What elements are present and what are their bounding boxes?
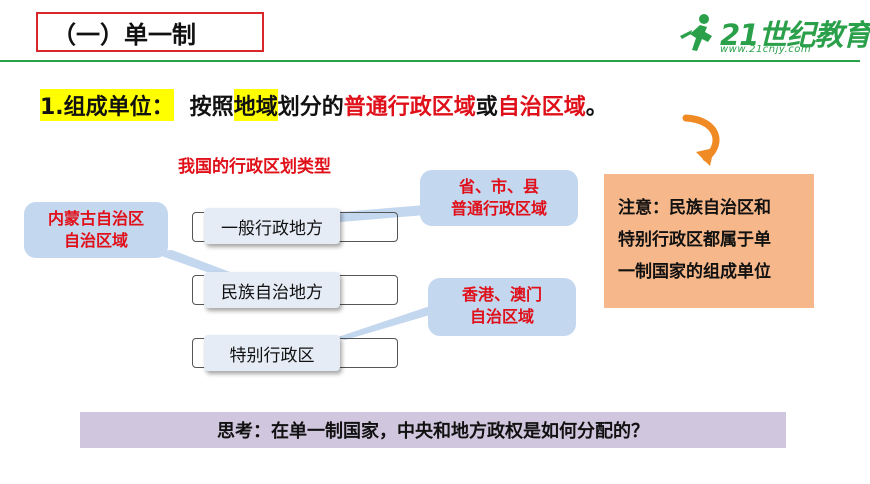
callout-line: 香港、澳门 xyxy=(461,285,542,304)
line1-general-region: 普通行政区域 xyxy=(343,95,476,120)
division-types-heading: 我国的行政区划类型 xyxy=(178,157,331,177)
callout-line: 自治区域 xyxy=(63,231,128,250)
think-question: 思考：在单一制国家，中央和地方政权是如何分配的？ xyxy=(80,412,786,448)
composition-line: 1.组成单位： 按照 地域 划分的 普通行政区域 或 自治区域 。 xyxy=(40,86,608,124)
note-line: 特别行政区都属于单 xyxy=(618,230,771,250)
logo-text: 21世纪教育 xyxy=(720,18,870,52)
logo-url: www.21cnjy.com xyxy=(720,44,812,55)
line1-text-1: 按照 xyxy=(189,95,234,120)
callout-line: 内蒙古自治区 xyxy=(47,209,144,228)
runner-icon xyxy=(680,14,712,51)
brand-logo: 21世纪教育 www.21cnjy.com xyxy=(676,12,870,58)
header-rule xyxy=(0,60,860,62)
note-line: 一制国家的组成单位 xyxy=(618,262,771,282)
node-special-administrative: 特别行政区 xyxy=(204,335,340,371)
line1-text-3: 或 xyxy=(475,95,498,120)
composition-label: 1.组成单位： xyxy=(40,89,174,121)
callout-line: 自治区域 xyxy=(469,307,534,326)
node-ethnic-autonomous: 民族自治地方 xyxy=(204,272,340,308)
section-title: （一）单一制 xyxy=(36,12,264,52)
callout-inner-mongolia: 内蒙古自治区 自治区域 xyxy=(24,202,168,258)
node-general-administrative: 一般行政地方 xyxy=(204,208,340,244)
line1-text-4: 。 xyxy=(585,95,608,120)
curved-arrow-icon xyxy=(682,114,720,166)
callout-hk-macau: 香港、澳门 自治区域 xyxy=(428,278,576,336)
line1-highlight-region: 地域 xyxy=(233,89,278,121)
callout-line: 普通行政区域 xyxy=(450,199,547,218)
callout-provinces: 省、市、县 普通行政区域 xyxy=(420,170,578,226)
line1-autonomous-region: 自治区域 xyxy=(497,95,586,120)
line1-text-2: 划分的 xyxy=(277,95,344,120)
note-box: 注意：民族自治区和 特别行政区都属于单 一制国家的组成单位 xyxy=(604,174,814,308)
callout-line: 省、市、县 xyxy=(458,177,539,196)
note-line: 注意：民族自治区和 xyxy=(618,198,771,218)
